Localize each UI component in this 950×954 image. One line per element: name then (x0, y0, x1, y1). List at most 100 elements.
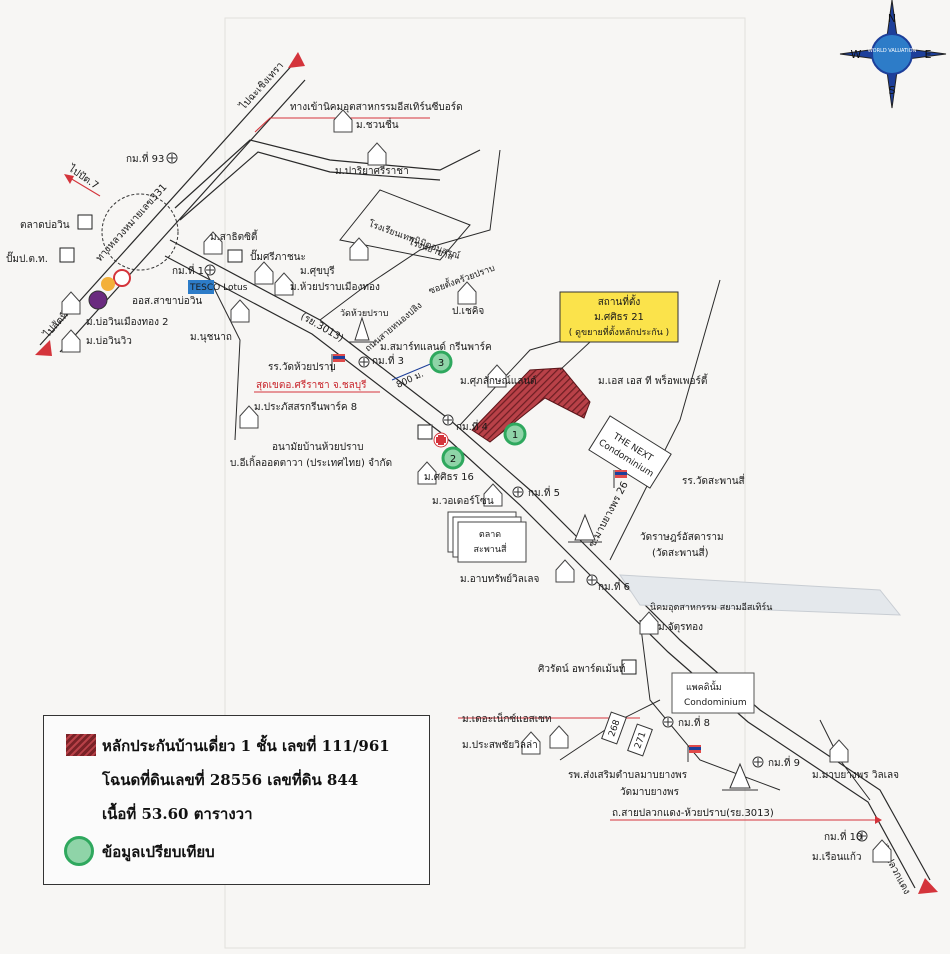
gas-station-icon (59, 247, 243, 263)
subject-property (471, 367, 591, 443)
place-label: วัดห้วยปราบ (340, 308, 389, 319)
place-label: ม.ปาริยาศรีราชา (335, 165, 409, 177)
km-post-icon (662, 716, 674, 728)
place-label: ม.ประสพชัยวิลล่า (462, 740, 538, 751)
km-post-icon (586, 574, 598, 586)
place-label: ม.เอส เอส ที พร็อพเพอร์ตี้ (598, 373, 709, 387)
place-label: ตลาดบ่อวิน (20, 220, 70, 231)
legend: หลักประกันบ้านเดี่ยว 1 ชั้น เลขที่ 111/9… (43, 715, 430, 885)
km-post-icon (204, 264, 216, 276)
hospital-icon (433, 432, 449, 448)
comparable-marker-3: 3 (429, 350, 453, 374)
house-icon (349, 237, 369, 261)
svg-text:W: W (851, 48, 862, 61)
km-post-icon (752, 756, 764, 768)
km-post-icon (358, 356, 370, 368)
svg-text:WORLD VALUATION: WORLD VALUATION (868, 48, 917, 54)
market-box: ตลาด สะพานสี่ (447, 511, 527, 563)
svg-text:S: S (889, 84, 896, 97)
svg-text:Condominium: Condominium (684, 698, 747, 708)
place-label: TESCO Lotus (189, 283, 248, 293)
place-label: อนามัยบ้านห้วยปราบ (272, 441, 363, 453)
place-label: ม.นุชนาถ (190, 332, 232, 343)
place-label: ม.ศุขบุรี (300, 265, 335, 277)
place-label: ม.ชวนชื่น (356, 117, 399, 131)
km-label: กม.ที่ 6 (598, 579, 630, 593)
svg-text:สะพานสี่: สะพานสี่ (474, 542, 507, 555)
estate-eastern-label: นิคมอุตสาหกรรม สยามอีสเทิร์น (650, 601, 772, 613)
place-label: ม.วอเดอร์โซน (432, 494, 494, 507)
svg-text:N: N (888, 12, 896, 25)
location-callout: สถานที่ตั้ง ม.ศศิธร 21 ( ดูขยายที่ตั้งหล… (559, 291, 679, 371)
road-label-chachoengsao: ไปฉะเชิงเทรา (237, 60, 287, 113)
house-icon (254, 261, 274, 285)
km-label: กม.ที่ 4 (456, 419, 488, 433)
legend-comparable-icon (64, 836, 94, 866)
place-label: ม.ศศิธร 16 (424, 472, 474, 483)
road-label-3013: (รย.3013) (299, 311, 346, 344)
place-label: ม.จัตุรทอง (658, 622, 703, 633)
place-label: วัดมาบยางพร (620, 787, 680, 798)
place-label: ปั๊มศรีภาชนะ (250, 249, 306, 263)
the-next-condo: THE NEXT Condominium (588, 415, 672, 489)
packdin-condo: แพคดินั้ม Condominium (671, 672, 755, 714)
compass-icon: N S W E WORLD VALUATION (839, 0, 947, 109)
place-label: ม.ห้วยปราบเมืองทอง (290, 281, 380, 293)
svg-text:ม.ศศิธร 21: ม.ศศิธร 21 (594, 312, 644, 323)
place-label: ม.ศุภลักษณ์แลนด์ (460, 375, 537, 387)
km-label: กม.ที่ 3 (372, 353, 404, 367)
place-label: รร.วัดห้วยปราบ (268, 361, 336, 373)
sign-268: 268 (601, 711, 627, 745)
place-label: รพ.ส่งเสริมตำบลมาบยางพร (568, 770, 688, 781)
sign-271: 271 (627, 723, 653, 757)
place-label: ม.เรือนแก้ว (812, 851, 862, 863)
place-label: ออส.สาขาบ่อวิน (132, 296, 202, 307)
building-icon (77, 214, 637, 675)
place-label: สุดเขตอ.ศรีราชา จ.ชลบุรี (256, 379, 367, 391)
km-label: กม.ที่ 5 (528, 485, 560, 499)
svg-text:2: 2 (450, 454, 456, 465)
km-post-icon (512, 486, 524, 498)
km-label: กม.ที่ 1 (172, 263, 204, 277)
house-icon (333, 109, 353, 133)
svg-text:1: 1 (512, 430, 518, 441)
svg-text:สถานที่ตั้ง: สถานที่ตั้ง (598, 294, 641, 308)
place-label: ม.สมาร์ทแลนด์ กรีนพาร์ค (380, 341, 492, 353)
svg-text:E: E (925, 48, 932, 61)
place-label: ปั๊มป.ต.ท. (6, 251, 48, 265)
place-label: (วัดสะพานสี่) (652, 545, 709, 559)
svg-text:ตลาด: ตลาด (479, 530, 501, 540)
place-label: วัดราษฎร์อัสดาราม (640, 531, 724, 543)
legend-line-2: โฉนดที่ดินเลขที่ 28556 เลขที่ดิน 844 (102, 771, 359, 789)
legend-line-1: หลักประกันบ้านเดี่ยว 1 ชั้น เลขที่ 111/9… (102, 737, 390, 755)
km-label: กม.ที่ 8 (678, 715, 710, 729)
comparable-marker-2: 2 (441, 446, 465, 470)
place-label: ม.เดอะเน็กซ์แอสเซท (462, 711, 552, 725)
flag-icon (331, 354, 701, 762)
place-label: ม.ประภัสสรกรีนพาร์ค 8 (254, 401, 357, 413)
house-icon (829, 739, 849, 763)
legend-subject-swatch (66, 734, 96, 756)
place-label: ม.สาธิตซิตี้ (210, 229, 258, 243)
place-label: ป.เชคิจ (452, 306, 484, 317)
km-label: กม.ที่ 10 (824, 829, 862, 843)
house-icon (872, 839, 892, 863)
house-icon (555, 559, 575, 583)
km-label: กม.ที่ 9 (768, 755, 800, 769)
km-label: กม.ที่ 93 (126, 151, 164, 165)
arrow-icon (288, 52, 305, 68)
arrow-icon (918, 878, 938, 894)
place-label: ม.บ่อวินเมืองทอง 2 (86, 316, 169, 328)
arrow-icon (35, 340, 52, 356)
house-icon (549, 725, 569, 749)
place-label: ม.มาบยางพร วิลเลจ (812, 770, 899, 781)
place-label: รร.วัดสะพานสี่ (682, 473, 745, 487)
place-label: ถ.สายปลวกแดง-ห้วยปราบ(รย.3013) (612, 807, 774, 819)
house-icon (367, 142, 387, 166)
km-post-icon (442, 414, 454, 426)
svg-text:แพคดินั้ม: แพคดินั้ม (686, 680, 722, 693)
svg-text:3: 3 (438, 358, 444, 369)
place-label: ศิวรัตน์ อพาร์ตเม้นท์ (538, 663, 625, 675)
temple-icon (348, 316, 758, 791)
